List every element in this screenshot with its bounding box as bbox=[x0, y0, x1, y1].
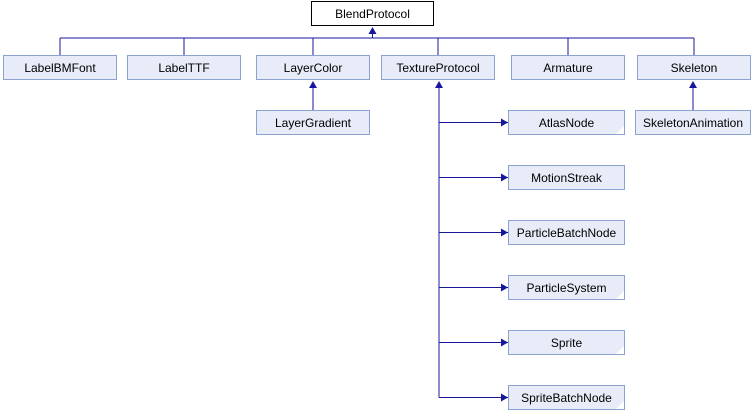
class-node-layercolor[interactable]: LayerColor bbox=[256, 55, 370, 80]
class-node-atlasnode[interactable]: AtlasNode bbox=[508, 110, 625, 135]
class-node-label: MotionStreak bbox=[531, 170, 602, 185]
class-node-label: LayerGradient bbox=[274, 115, 352, 130]
class-node-motionstreak[interactable]: MotionStreak bbox=[508, 165, 625, 190]
class-node-armature[interactable]: Armature bbox=[511, 55, 625, 80]
class-node-particlesystem[interactable]: ParticleSystem bbox=[508, 275, 625, 300]
class-node-particlebatchnode[interactable]: ParticleBatchNode bbox=[508, 220, 625, 245]
class-node-labelbmfont[interactable]: LabelBMFont bbox=[3, 55, 117, 80]
class-node-sprite[interactable]: Sprite bbox=[508, 330, 625, 355]
class-node-label: ParticleSystem bbox=[526, 280, 607, 295]
class-node-label: BlendProtocol bbox=[335, 6, 410, 21]
class-node-label: SpriteBatchNode bbox=[521, 390, 612, 405]
class-node-label: LabelTTF bbox=[158, 60, 210, 75]
class-node-textureprotocol[interactable]: TextureProtocol bbox=[381, 55, 495, 80]
class-node-label: LabelBMFont bbox=[24, 60, 96, 75]
class-node-spritebatchnode[interactable]: SpriteBatchNode bbox=[508, 385, 625, 410]
class-node-label: LayerColor bbox=[283, 60, 343, 75]
class-node-skeletonanimation[interactable]: SkeletonAnimation bbox=[635, 110, 751, 135]
class-node-layergradient[interactable]: LayerGradient bbox=[256, 110, 370, 135]
class-node-label: AtlasNode bbox=[538, 115, 595, 130]
class-node-label: Armature bbox=[543, 60, 593, 75]
class-node-skeleton[interactable]: Skeleton bbox=[637, 55, 751, 80]
class-node-labelttf[interactable]: LabelTTF bbox=[127, 55, 241, 80]
class-node-label: ParticleBatchNode bbox=[516, 225, 617, 240]
class-node-label: Skeleton bbox=[670, 60, 718, 75]
class-node-label: TextureProtocol bbox=[396, 60, 480, 75]
class-node-blendprotocol[interactable]: BlendProtocol bbox=[311, 1, 434, 26]
class-node-label: SkeletonAnimation bbox=[642, 115, 744, 130]
class-node-label: Sprite bbox=[550, 335, 583, 350]
